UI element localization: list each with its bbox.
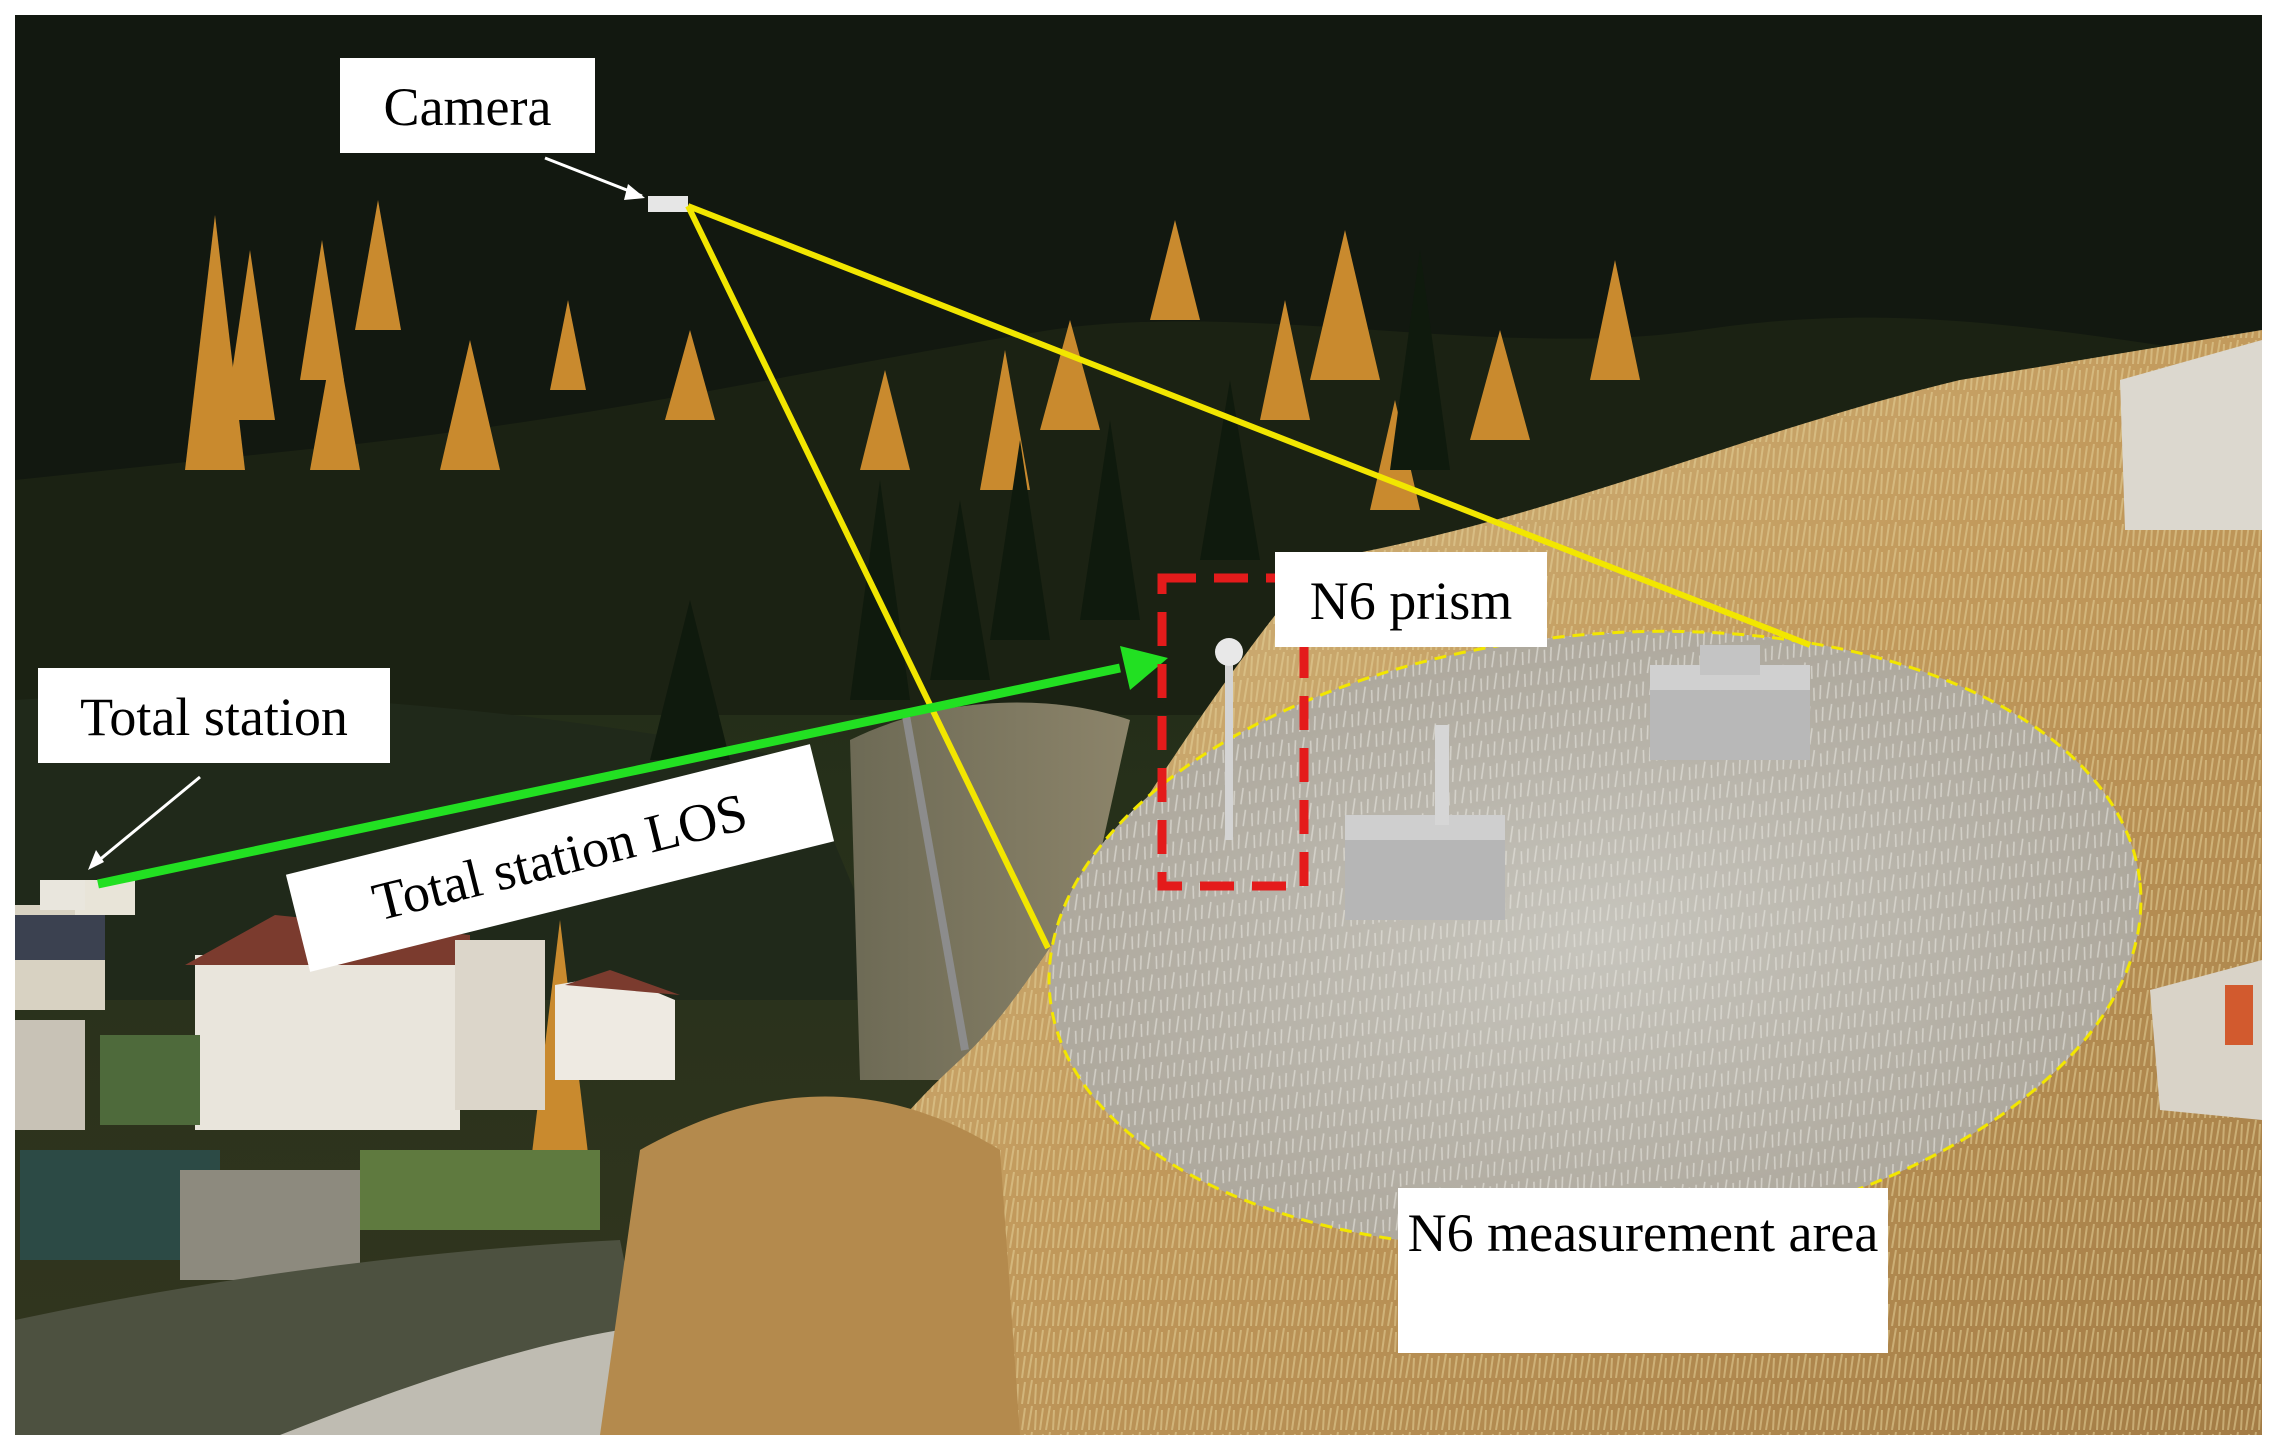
evergreen-trees (650, 250, 1450, 760)
prism-highlight-box (1157, 573, 1309, 891)
los-arrow (97, 646, 1168, 889)
concrete-blocks (2120, 340, 2262, 1120)
total-station-label-text: Total station (80, 687, 348, 747)
n6-measurement-area-label: N6 measurement area (1398, 1188, 1888, 1353)
village (15, 880, 680, 1280)
instrument-pillars (901, 638, 1810, 1051)
n6-measurement-area-label-text: N6 measurement area (1407, 1203, 1879, 1263)
n6-prism-label: N6 prism (1275, 552, 1547, 647)
total-station-label: Total station (38, 668, 390, 763)
measurement-area (1047, 629, 2143, 1251)
total-station-marker (40, 775, 201, 910)
camera-marker (544, 156, 688, 212)
camera-label: Camera (340, 58, 595, 153)
camera-label-text: Camera (383, 77, 552, 137)
camera-view-lines (685, 203, 1812, 950)
n6-prism-label-text: N6 prism (1309, 571, 1513, 631)
